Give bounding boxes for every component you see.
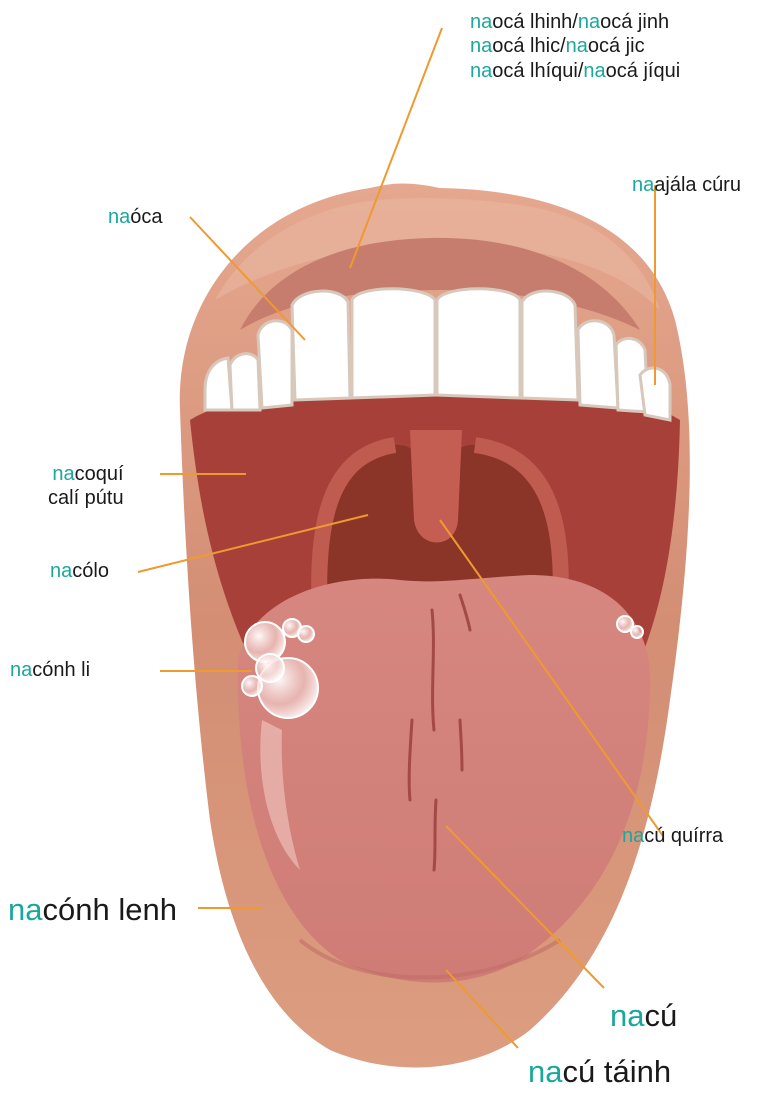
label-gums: naajála cúru — [632, 173, 741, 197]
uvula-shape — [410, 430, 462, 543]
label-cheek: nacoquí calí pútu — [48, 462, 124, 511]
label-teeth: naóca — [108, 205, 163, 229]
label-palate: naocá lhinh/naocá jinh naocá lhic/naocá … — [470, 10, 680, 83]
label-throat: nacólo — [50, 559, 109, 583]
label-lip: nacónh lenh — [8, 891, 177, 929]
palate-line-1: naocá lhinh/naocá jinh — [470, 10, 680, 34]
label-tongue-tip: nacú táinh — [528, 1053, 671, 1091]
palate-line-3: naocá lhíqui/naocá jíqui — [470, 59, 680, 83]
cheek-line-2: calí pútu — [48, 486, 124, 510]
palate-line-2: naocá lhic/naocá jic — [470, 34, 680, 58]
label-uvula: nacú quírra — [622, 824, 723, 848]
label-tongue: nacú — [610, 997, 677, 1035]
cheek-line-1: nacoquí — [48, 462, 124, 486]
label-saliva: nacónh li — [10, 658, 90, 682]
